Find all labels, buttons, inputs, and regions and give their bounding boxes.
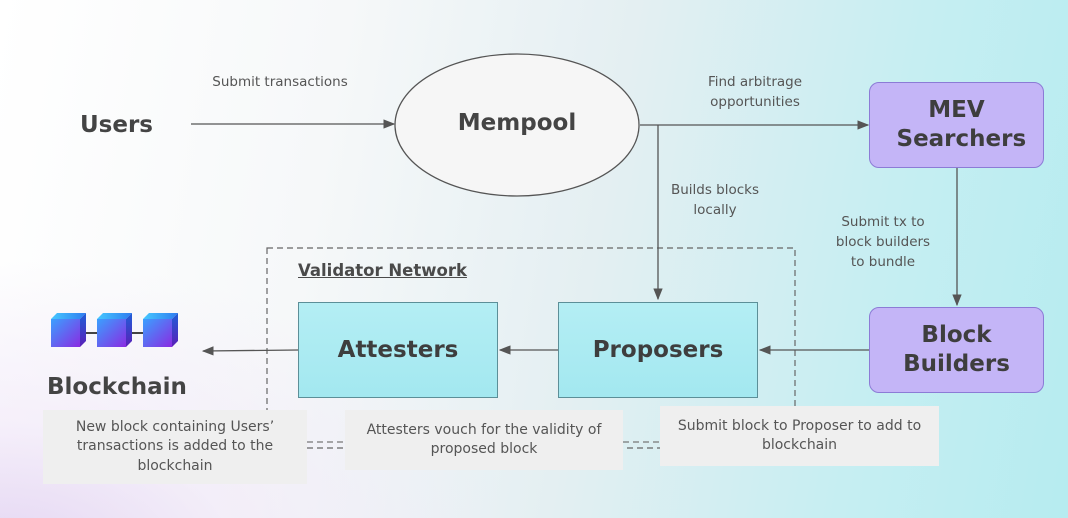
attesters-node: Attesters <box>298 302 498 398</box>
mev-searchers-node: MEV Searchers <box>869 82 1044 168</box>
validator-network-title: Validator Network <box>298 261 467 280</box>
attesters-label: Attesters <box>337 337 459 363</box>
note-new-block: New block containing Users’ transactions… <box>43 410 307 484</box>
mev-searchers-label: MEV Searchers <box>896 97 1027 152</box>
mempool-node: Mempool <box>457 110 577 136</box>
arrow-attesters-to-blockchain <box>201 346 299 356</box>
edge-label-find-arbitrage: Find arbitrage opportunities <box>707 74 803 110</box>
edge-label-submit-transactions: Submit transactions <box>212 74 348 90</box>
blockchain-icon <box>51 313 178 347</box>
edge-label-submit-tx-to-builders: Submit tx to block builders to bundle <box>835 214 931 270</box>
block-builders-label: Block Builders <box>903 322 1010 377</box>
proposers-node: Proposers <box>558 302 758 398</box>
edge-label-builds-blocks-locally: Builds blocks locally <box>670 182 760 218</box>
note-submit-block-text: Submit block to Proposer to add to block… <box>677 417 922 454</box>
note-submit-block: Submit block to Proposer to add to block… <box>660 406 939 466</box>
note-attesters-vouch: Attesters vouch for the validity of prop… <box>345 410 623 470</box>
users-node: Users <box>80 112 153 138</box>
note-new-block-text: New block containing Users’ transactions… <box>75 418 275 474</box>
block-builders-node: Block Builders <box>869 307 1044 393</box>
blockchain-label: Blockchain <box>47 374 187 400</box>
proposers-label: Proposers <box>592 337 724 363</box>
note-attesters-vouch-text: Attesters vouch for the validity of prop… <box>366 421 602 458</box>
